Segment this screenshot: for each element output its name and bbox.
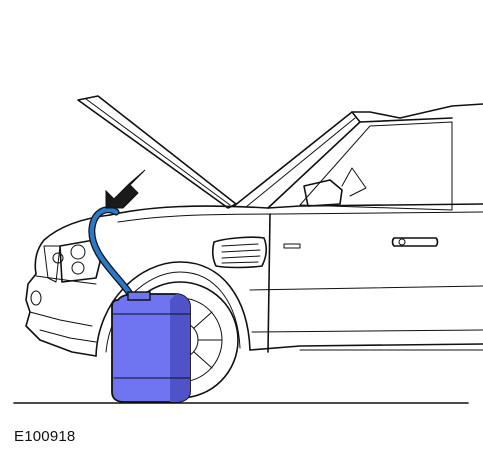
door-handle xyxy=(391,237,439,247)
open-bonnet xyxy=(77,95,237,209)
side-mirror xyxy=(303,167,367,207)
side-vent xyxy=(211,236,267,269)
figure-code: E100918 xyxy=(14,428,76,445)
coolant-container xyxy=(111,291,191,403)
headlamp xyxy=(52,239,101,283)
fog-lamp xyxy=(30,290,42,306)
direction-arrow xyxy=(105,169,146,209)
